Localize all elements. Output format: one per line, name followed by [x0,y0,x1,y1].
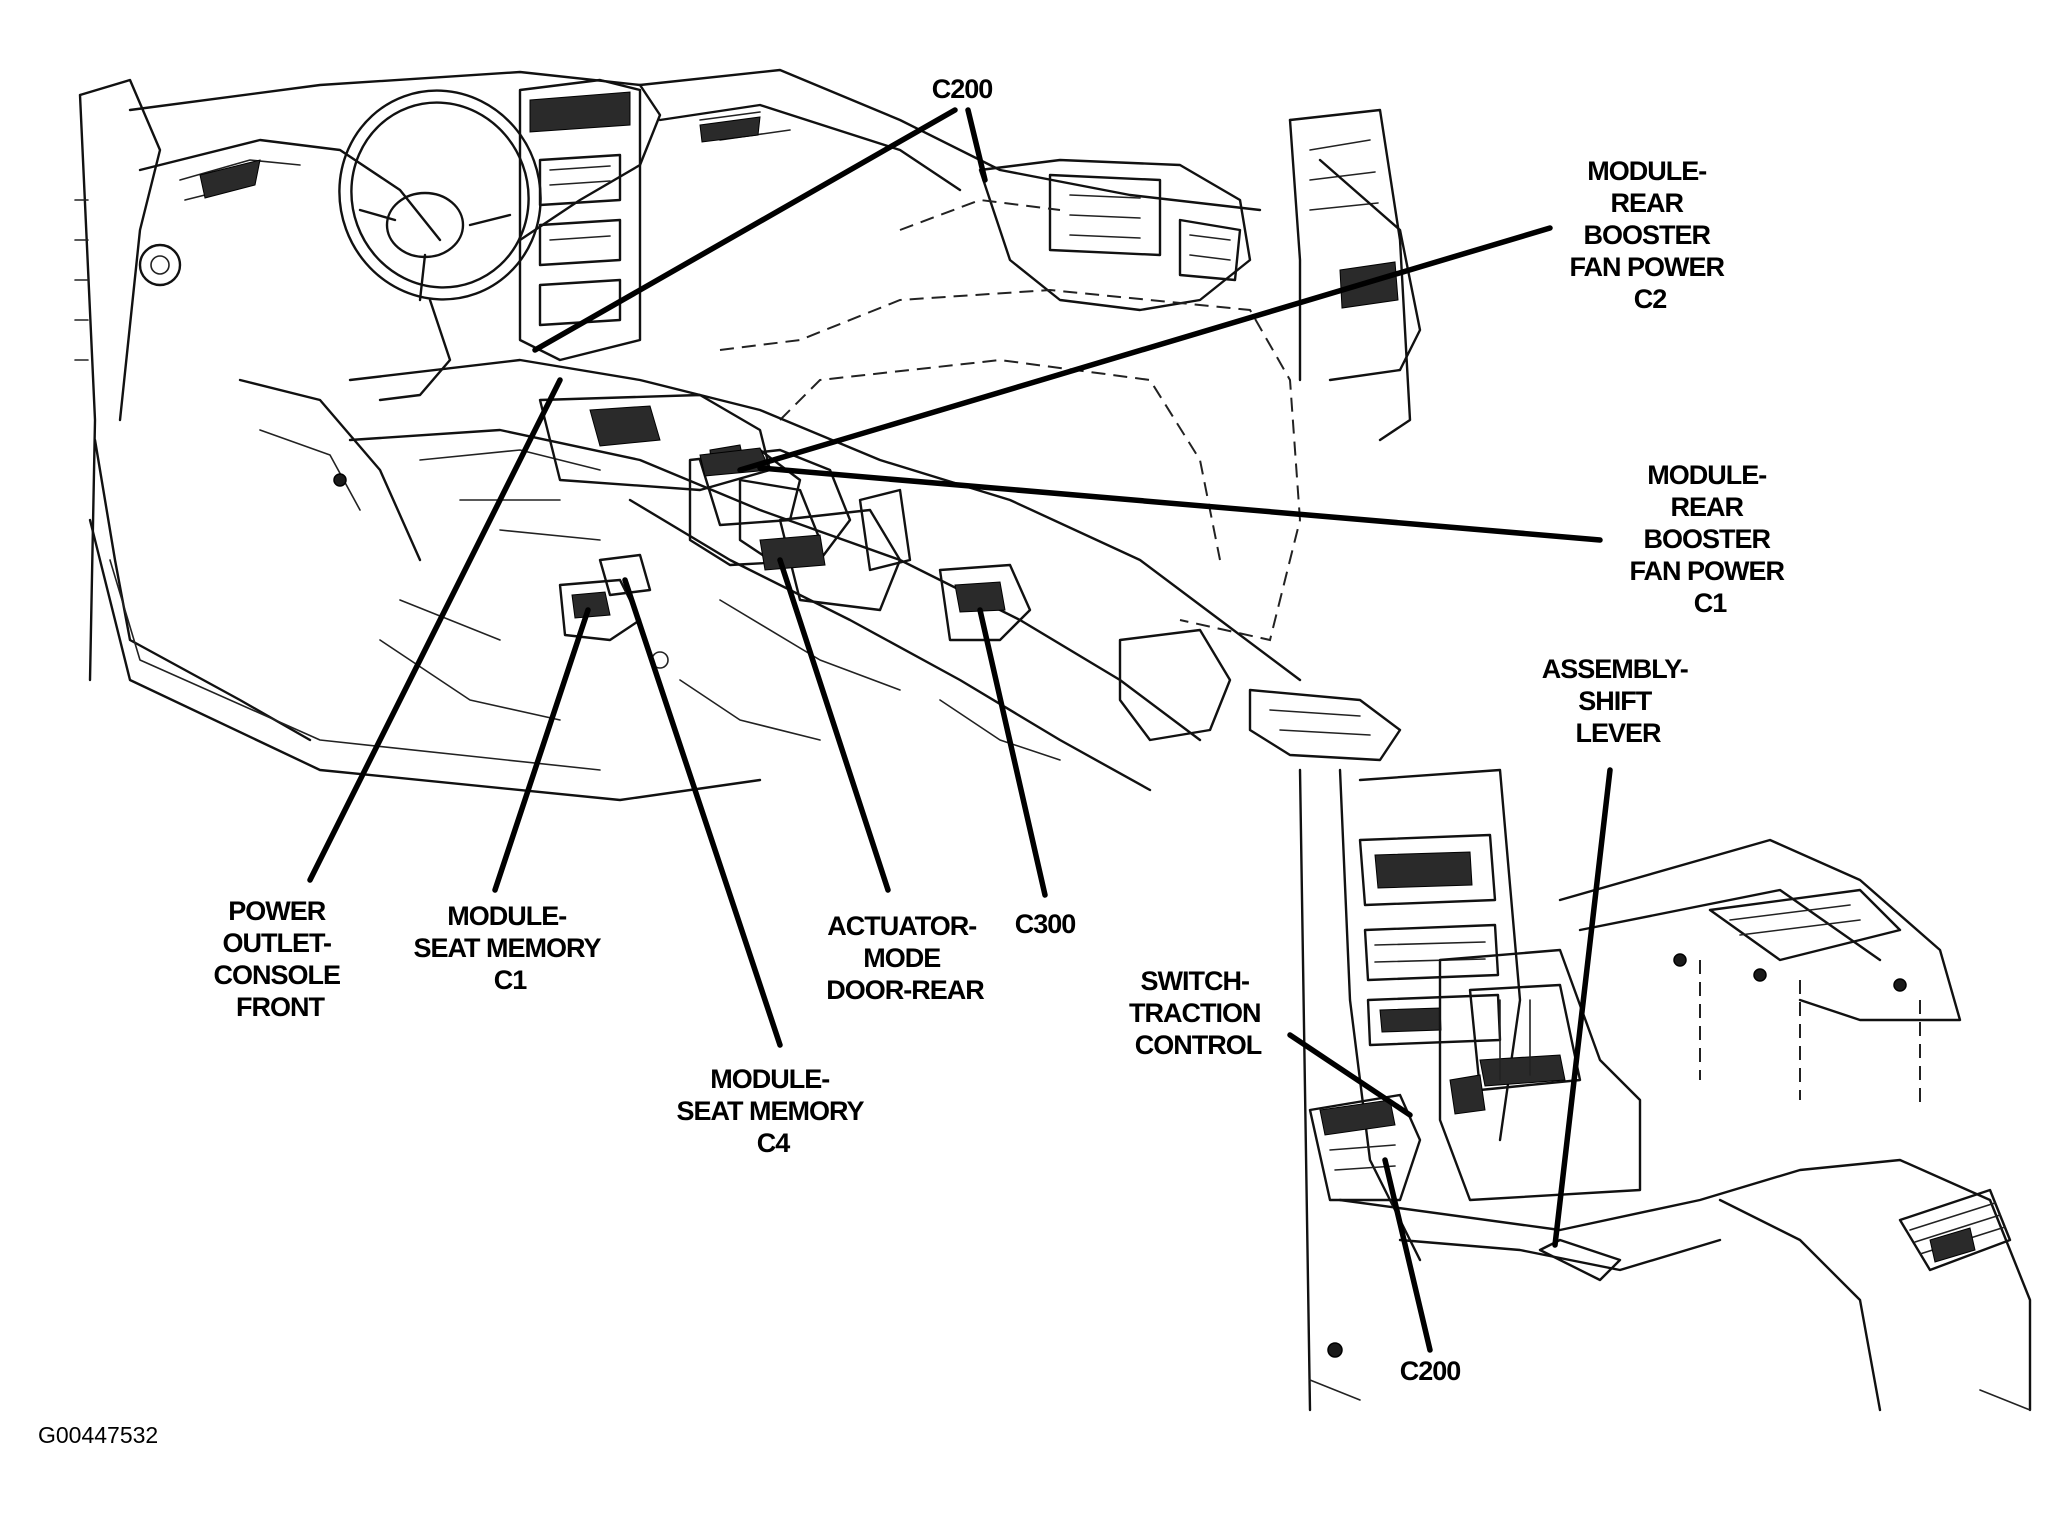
label-shift-lever: ASSEMBLY- SHIFT LEVER [1542,654,1695,748]
label-rear-booster-c2: MODULE- REAR BOOSTER FAN POWER C2 [1569,156,1730,314]
leader-actuator-mode [777,557,891,893]
label-c300: C300 [1015,909,1076,939]
vehicle-interior-drawing [74,68,1422,802]
label-seat-memory-c4: MODULE- SEAT MEMORY C4 [676,1064,869,1158]
figure-id: G00447532 [38,1422,158,1448]
leader-seat-memory-c4 [622,577,783,1048]
leader-c300 [977,607,1048,898]
leader-rear-booster-c1 [757,465,1603,543]
label-c200-top: C200 [932,74,993,104]
leader-traction-switch [1287,1032,1413,1118]
label-traction-switch: SWITCH- TRACTION CONTROL [1129,966,1267,1060]
label-rear-booster-c1: MODULE- REAR BOOSTER FAN POWER C1 [1629,460,1790,618]
leader-seat-memory-c1 [492,607,591,893]
leader-shift-lever [1552,767,1613,1248]
leader-c200-top-b [965,107,988,183]
console-inset-drawing [1298,768,2032,1412]
label-c200-inset: C200 [1400,1356,1461,1386]
label-actuator-mode: ACTUATOR- MODE DOOR-REAR [826,911,984,1005]
callout-labels: C200 MODULE- REAR BOOSTER FAN POWER C2 M… [38,74,1790,1448]
leader-lines [307,107,1613,1353]
leader-c200-top-a [532,107,958,353]
leader-power-outlet [307,377,563,883]
leader-c200-inset [1382,1157,1433,1353]
leader-rear-booster-c2 [737,225,1553,473]
label-seat-memory-c1: MODULE- SEAT MEMORY C1 [413,901,606,995]
label-power-outlet: POWER OUTLET- CONSOLE FRONT [213,896,346,1022]
